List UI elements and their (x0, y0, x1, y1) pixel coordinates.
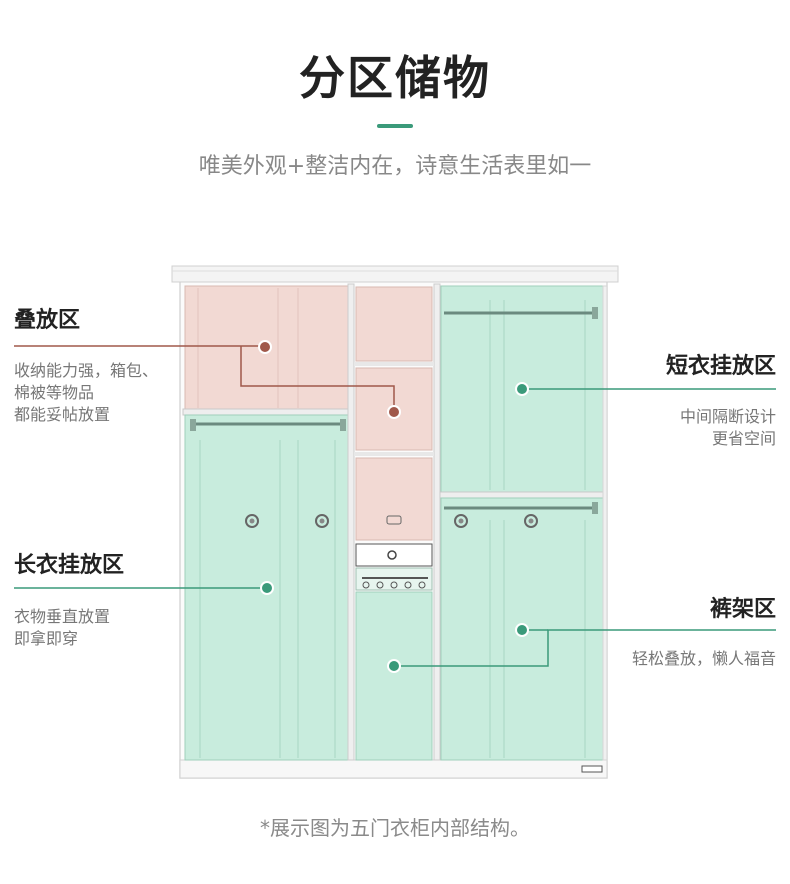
short-hang-title: 短衣挂放区 (665, 354, 776, 379)
long-hang-desc-line: 即拿即穿 (14, 629, 79, 648)
door-knob-icon (245, 514, 259, 528)
callout-fold (14, 345, 395, 412)
fold-box (355, 286, 433, 362)
marker-dot-icon (258, 340, 272, 354)
marker-dot-icon (387, 659, 401, 673)
fold-zone-desc-line: 收纳能力强，箱包、 (14, 361, 159, 380)
wardrobe-plinth (179, 759, 608, 779)
lock-icon (387, 550, 397, 560)
marker-dot-icon (515, 382, 529, 396)
page-title: 分区储物 (299, 51, 491, 105)
marker-dot-icon (387, 405, 401, 419)
pants-zone-title: 裤架区 (709, 597, 776, 622)
fold-zone-title: 叠放区 (14, 308, 81, 333)
title-underline (377, 124, 413, 128)
pants-zone-desc: 轻松叠放，懒人福音 (632, 648, 776, 670)
long-hang-title: 长衣挂放区 (14, 553, 125, 578)
fold-box (355, 457, 433, 541)
marker-dot-icon (260, 581, 274, 595)
short-hang-desc: 中间隔断设计 更省空间 (680, 406, 776, 450)
fold-zone-desc: 收纳能力强，箱包、 棉被等物品 都能妥帖放置 (14, 360, 158, 426)
short-hang-desc-line: 更省空间 (711, 429, 776, 448)
pants-zone-desc-line: 轻松叠放，懒人福音 (631, 649, 776, 668)
door-knob-icon (524, 514, 538, 528)
footnote: *展示图为五门衣柜内部结构。 (260, 816, 530, 840)
fold-zone-desc-line: 棉被等物品 (14, 383, 95, 402)
door-knob-icon (454, 514, 468, 528)
pants-zone (355, 591, 433, 761)
fold-zone-desc-line: 都能妥帖放置 (14, 405, 111, 424)
page-subtitle: 唯美外观+整洁内在，诗意生活表里如一 (198, 154, 592, 179)
shelf (182, 408, 353, 416)
short-hang-desc-line: 中间隔断设计 (679, 407, 776, 426)
long-hang-desc: 衣物垂直放置 即拿即穿 (14, 606, 110, 650)
safe-box (355, 543, 433, 567)
drawer-handle-icon (386, 515, 402, 525)
shelf (439, 491, 608, 499)
wardrobe-crown (171, 265, 619, 283)
long-hang-desc-line: 衣物垂直放置 (14, 607, 111, 626)
marker-dot-icon (515, 623, 529, 637)
drawer-handle-icon (581, 765, 603, 773)
door-knob-icon (315, 514, 329, 528)
